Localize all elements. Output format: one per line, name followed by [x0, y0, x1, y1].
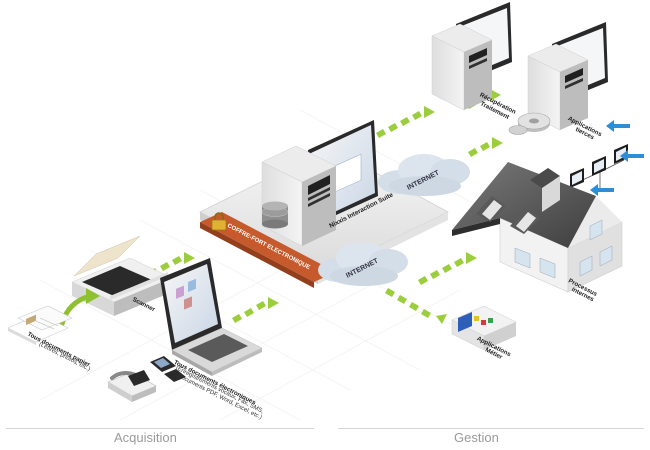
- central-server-tower: [261, 145, 337, 247]
- footer-gestion: Gestion: [454, 430, 499, 445]
- electronic-subtitle-1: (Enregistrements vocaux, Fax, SMS,: [175, 365, 265, 415]
- laptop-icon: [160, 258, 263, 376]
- footer-acquisition: Acquisition: [114, 430, 177, 445]
- arrow-platform-to-server1: [376, 106, 435, 138]
- internet-cloud-top: INTERNET: [378, 154, 470, 196]
- arrow-internet2-to-house: [418, 252, 477, 285]
- gear-icon: [508, 112, 551, 135]
- server-applications-tierces: Applications tierces: [527, 22, 608, 142]
- internet-cloud-bottom: INTERNET: [318, 242, 408, 286]
- database-icon: [261, 201, 289, 229]
- arrow-left-icon: [620, 150, 644, 162]
- monitor-icon: [592, 156, 606, 176]
- arrow-left-icon: [590, 184, 614, 196]
- monitor-icon: [570, 168, 584, 188]
- arrow-laptop-to-platform: [232, 297, 279, 323]
- server-recuperation: Récupération Traitement: [431, 2, 517, 121]
- arrow-internet-to-house: [468, 137, 503, 157]
- mobile-phone-icon: [150, 356, 186, 382]
- network-nodes: [570, 144, 628, 190]
- footer-line-left: [6, 428, 314, 429]
- arrow-left-icon: [606, 120, 630, 132]
- phone-icon: [107, 370, 157, 402]
- house-icon: Processus internes: [452, 162, 623, 303]
- footer-line-right: [338, 428, 644, 429]
- arrow-internet2-to-apps-metier: [385, 288, 447, 324]
- blue-arrows: [590, 120, 644, 196]
- apps-metier-box: Applications Métier: [451, 305, 517, 361]
- lock-icon: [211, 212, 227, 231]
- scanner-icon: Scanner: [71, 235, 173, 316]
- paper-documents-icon: Tous documents papier (Lettres, photos, …: [7, 305, 92, 373]
